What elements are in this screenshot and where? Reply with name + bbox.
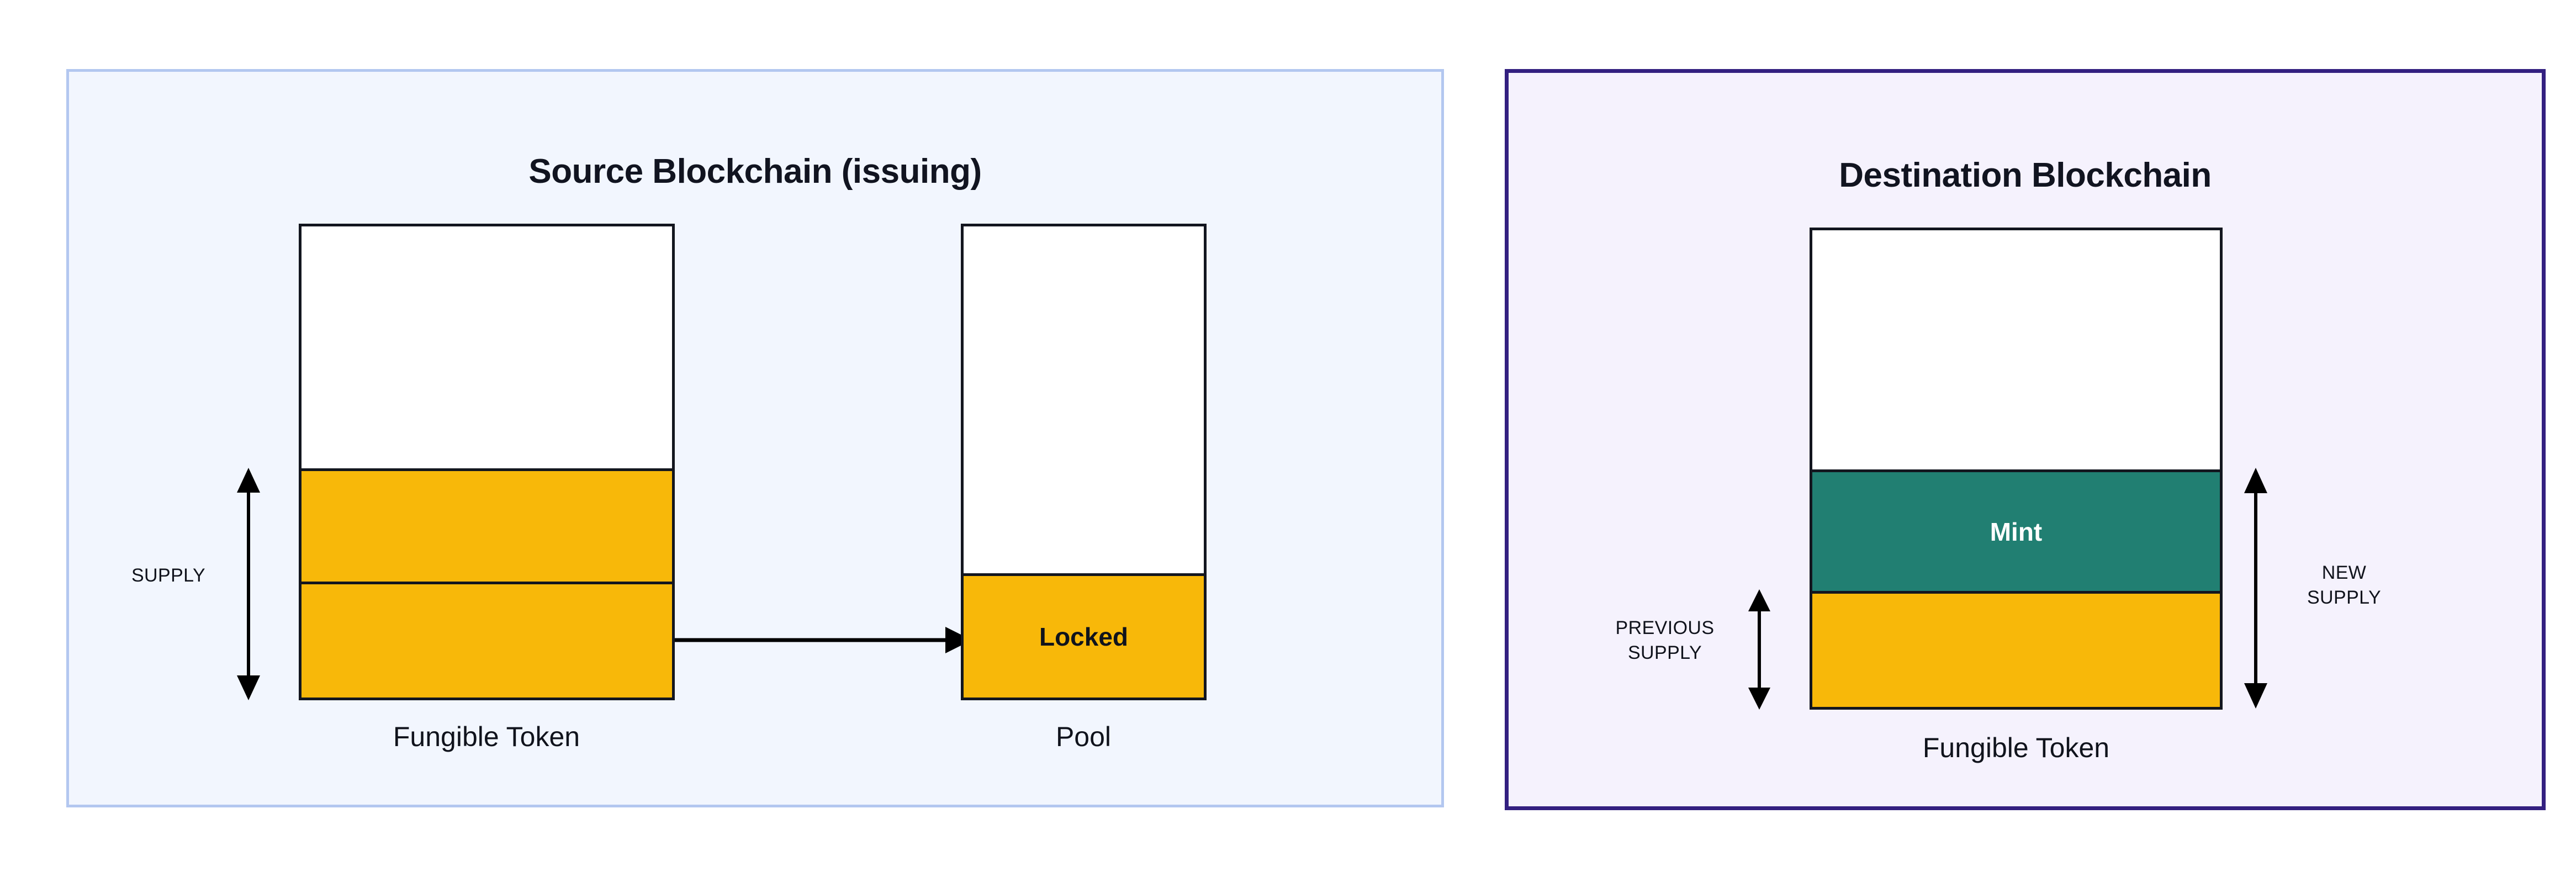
new-supply-double-arrow-icon [2244,468,2267,709]
arrow-right-icon [675,627,972,653]
destination-mint-label: Mint [1990,517,2043,546]
destination-new-supply-measure [2239,467,2272,710]
destination-fungible-token-caption: Fungible Token [1922,732,2110,763]
source-token-supply-lower-segment [301,582,672,698]
source-supply-measure [232,467,265,701]
previous-supply-double-arrow-icon [1748,589,1770,710]
pool-locked-segment: Locked [964,573,1204,698]
pool-bar: Locked [961,224,1207,700]
source-supply-label: SUPPLY [131,565,206,586]
supply-double-arrow-icon [237,468,260,700]
source-token-supply-upper-segment [301,468,672,582]
destination-mint-segment: Mint [1812,469,2220,591]
source-fungible-token-bar [299,224,675,700]
source-panel-title: Source Blockchain (issuing) [528,152,982,191]
destination-previous-supply-measure [1743,588,1776,711]
destination-previous-supply-segment [1812,591,2220,707]
previous-supply-line-1: PREVIOUS [1615,617,1715,638]
source-fungible-token-caption: Fungible Token [393,721,580,752]
previous-supply-line-2: SUPPLY [1627,642,1702,663]
source-blockchain-panel: Source Blockchain (issuing) [66,69,1444,807]
destination-previous-supply-label: PREVIOUS SUPPLY [1596,616,1734,665]
destination-panel-title: Destination Blockchain [1839,156,2212,194]
destination-fungible-token-bar: Mint [1810,228,2223,710]
destination-new-supply-label: NEW SUPPLY [2281,561,2408,610]
lock-flow-arrow [675,623,973,660]
pool-locked-label: Locked [1039,622,1129,651]
new-supply-line-2: SUPPLY [2307,587,2382,608]
pool-caption: Pool [1055,721,1112,752]
new-supply-line-1: NEW [2321,562,2367,583]
